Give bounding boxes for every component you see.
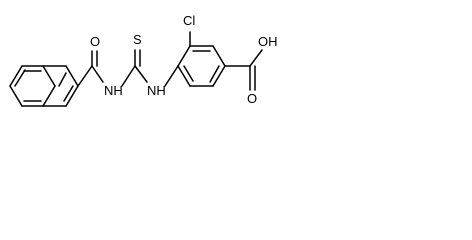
acid-oxygen-label: O [247, 91, 257, 106]
chloro-label: Cl [183, 13, 195, 28]
amide-carbonyl [77, 50, 104, 87]
sulfur-label: S [133, 32, 142, 47]
naphthalene-ring-a [9, 65, 56, 107]
chlorobenzoic-ring [177, 45, 226, 87]
amide-oxygen-label: O [90, 34, 100, 49]
thiourea-nh-label: NH [147, 83, 166, 98]
amide-nh-label: NH [104, 83, 123, 98]
carboxylic-acid [224, 49, 263, 91]
thiourea-linker [121, 49, 179, 87]
structure-drawing: Cl S O NH NH OH O [9, 13, 278, 107]
hydroxyl-label: OH [258, 34, 278, 49]
naphthalene-ring-b [42, 65, 79, 107]
molecule-canvas: Cl S O NH NH OH O [9, 13, 278, 107]
